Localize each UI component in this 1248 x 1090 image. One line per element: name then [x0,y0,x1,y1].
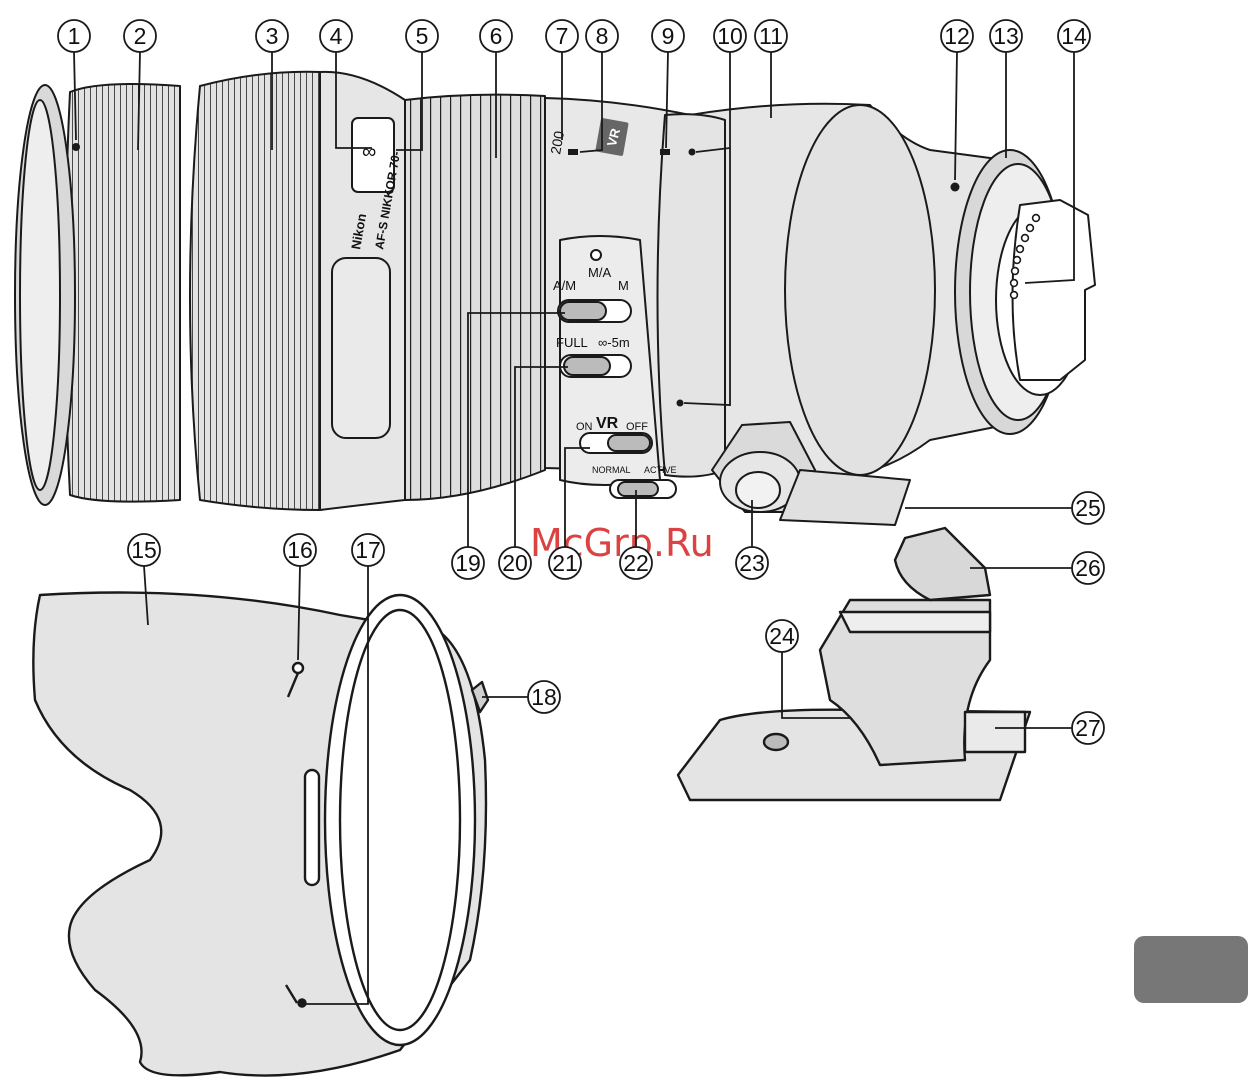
callout-number: 14 [1061,23,1087,49]
callout-23: 23 [736,547,768,579]
callout-21: 21 [549,547,581,579]
callout-26: 26 [1072,552,1104,584]
callout-3: 3 [256,20,288,52]
callout-25: 25 [1072,492,1104,524]
collar-dot-top [689,149,696,156]
callout-11: 11 [755,20,787,52]
callout-18: 18 [528,681,560,713]
svg-text:A/M: A/M [553,278,576,293]
callout-16: 16 [284,534,316,566]
svg-text:M: M [618,278,629,293]
callout-4: 4 [320,20,352,52]
svg-text:ON: ON [576,421,593,433]
callout-14: 14 [1058,20,1090,52]
tripod-screw-hole [764,734,788,750]
infinity-mark: ∞ [362,141,376,163]
callout-10: 10 [714,20,746,52]
hood-index-dot [293,663,303,673]
callout-1: 1 [58,20,90,52]
callout-number: 4 [330,23,343,49]
callout-2: 2 [124,20,156,52]
hood-opening [325,595,475,1045]
callout-5: 5 [406,20,438,52]
callout-19: 19 [452,547,484,579]
rear-hood-ellipse [785,105,935,475]
callout-number: 10 [717,23,743,49]
callout-number: 19 [455,550,481,576]
callout-number: 26 [1075,555,1101,581]
foot-release-tab [965,712,1025,752]
callout-9: 9 [652,20,684,52]
focal-index [568,149,578,155]
callout-number: 22 [623,550,649,576]
callout-27: 27 [1072,712,1104,744]
callout-number: 8 [596,23,609,49]
callout-number: 13 [993,23,1019,49]
svg-text:M/A: M/A [588,265,611,280]
callout-6: 6 [480,20,512,52]
callout-number: 25 [1075,495,1101,521]
callout-number: 1 [68,23,81,49]
callout-20: 20 [499,547,531,579]
section-tab [1134,936,1248,1003]
svg-text:ACTIVE: ACTIVE [644,465,677,475]
callout-number: 17 [355,537,381,563]
callout-number: 6 [490,23,503,49]
hood-slot [305,770,319,885]
callout-number: 5 [416,23,429,49]
callout-8: 8 [586,20,618,52]
callout-number: 20 [502,550,528,576]
callout-number: 27 [1075,715,1101,741]
collar-foot [780,470,910,525]
svg-text:∞-5m: ∞-5m [598,335,630,350]
panel-screw-icon [591,250,601,260]
lens-hood [33,593,488,1076]
callout-number: 9 [662,23,675,49]
callout-17: 17 [352,534,384,566]
index-dot-front [72,143,80,151]
svg-text:VR: VR [596,415,619,432]
svg-text:NORMAL: NORMAL [592,465,631,475]
callout-number: 16 [287,537,313,563]
callout-number: 15 [131,537,157,563]
callout-24: 24 [766,620,798,652]
svg-text:OFF: OFF [626,421,648,433]
callout-13: 13 [990,20,1022,52]
callout-number: 2 [134,23,147,49]
foot-lock-knob [895,528,990,600]
mount-index-dot [951,183,960,192]
callout-22: 22 [620,547,652,579]
hood-index [660,149,670,155]
svg-text:FULL: FULL [556,335,588,350]
callout-7: 7 [546,20,578,52]
callout-number: 24 [769,623,795,649]
callout-12: 12 [941,20,973,52]
hood-attach-dot [299,1000,306,1007]
callout-number: 11 [759,23,783,49]
callout-number: 23 [739,550,765,576]
callout-number: 18 [531,684,557,710]
collar-dot-bottom [677,400,684,407]
callout-number: 21 [552,550,578,576]
tripod-collar-ring [658,114,726,476]
callout-15: 15 [128,534,160,566]
lens-body: ∞ Nikon AF-S NIKKOR 70- 200 VR [15,70,1095,525]
callout-number: 3 [266,23,279,49]
callout-number: 12 [944,23,970,49]
name-plate [332,258,390,438]
callout-number: 7 [556,23,569,49]
